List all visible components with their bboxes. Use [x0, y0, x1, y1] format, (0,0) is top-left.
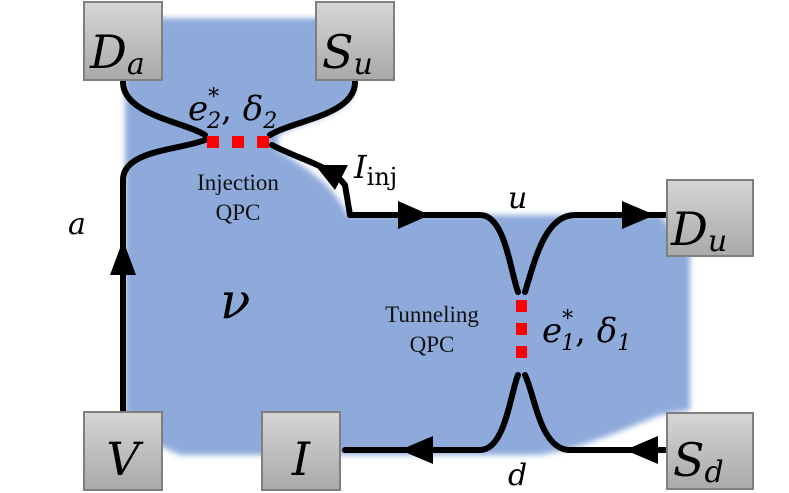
contact-du: Du [666, 179, 754, 259]
edge-su-loop [267, 79, 358, 138]
tunneling-qpc-name-line1: Tunneling [385, 302, 479, 327]
injection-qpc-name-line2: QPC [216, 200, 261, 225]
svg-text:Da: Da [89, 25, 145, 82]
edge-u [522, 212, 668, 295]
injection-qpc-params: e*2, δ2 [188, 85, 277, 134]
contact-da-main: D [89, 25, 127, 79]
edge-label-d: d [508, 458, 527, 493]
svg-text:Du: Du [670, 202, 727, 259]
tunneling-qpc-line [516, 300, 527, 358]
region-label: ν [220, 272, 250, 330]
svg-text:Sd: Sd [673, 433, 724, 490]
edge-d-lower [522, 372, 668, 453]
contact-sd-main: S [673, 433, 705, 487]
arrow-left-icon [625, 436, 658, 464]
contact-i: I [261, 411, 341, 491]
contact-v-label: V [106, 432, 144, 486]
contact-i-label: I [291, 432, 311, 486]
contact-su: Su [315, 1, 395, 82]
contact-sd: Sd [666, 412, 754, 490]
arrow-up-icon [110, 240, 136, 275]
tunneling-qpc-params: e*1, δ1 [542, 307, 631, 356]
arrow-left-icon [400, 436, 433, 464]
contact-da-sub: a [127, 47, 145, 82]
injection-qpc-name-line1: Injection [197, 170, 279, 195]
edge-arrows [110, 165, 658, 464]
contact-da: Da [83, 1, 163, 82]
tunneling-qpc-name-line2: QPC [410, 332, 455, 357]
arrow-injected-icon [315, 165, 348, 190]
two-deg-region [125, 18, 690, 455]
contact-sd-sub: d [705, 455, 724, 490]
contact-su-sub: u [354, 47, 373, 82]
edge-channels [120, 79, 668, 453]
edge-a [120, 137, 208, 418]
edge-da-loop [120, 79, 208, 138]
contact-du-sub: u [708, 224, 727, 259]
contact-v: V [83, 411, 163, 491]
arrow-right-icon [398, 201, 430, 229]
edge-label-u: u [508, 181, 527, 216]
arrow-right-icon [622, 201, 655, 229]
svg-text:Su: Su [322, 25, 373, 82]
contact-su-main: S [322, 25, 354, 79]
injected-current-label: Iinj [353, 148, 397, 191]
injection-qpc-line [207, 136, 269, 148]
edge-label-a: a [68, 207, 86, 242]
contact-du-main: D [670, 202, 708, 256]
edge-d-upper [342, 372, 521, 453]
